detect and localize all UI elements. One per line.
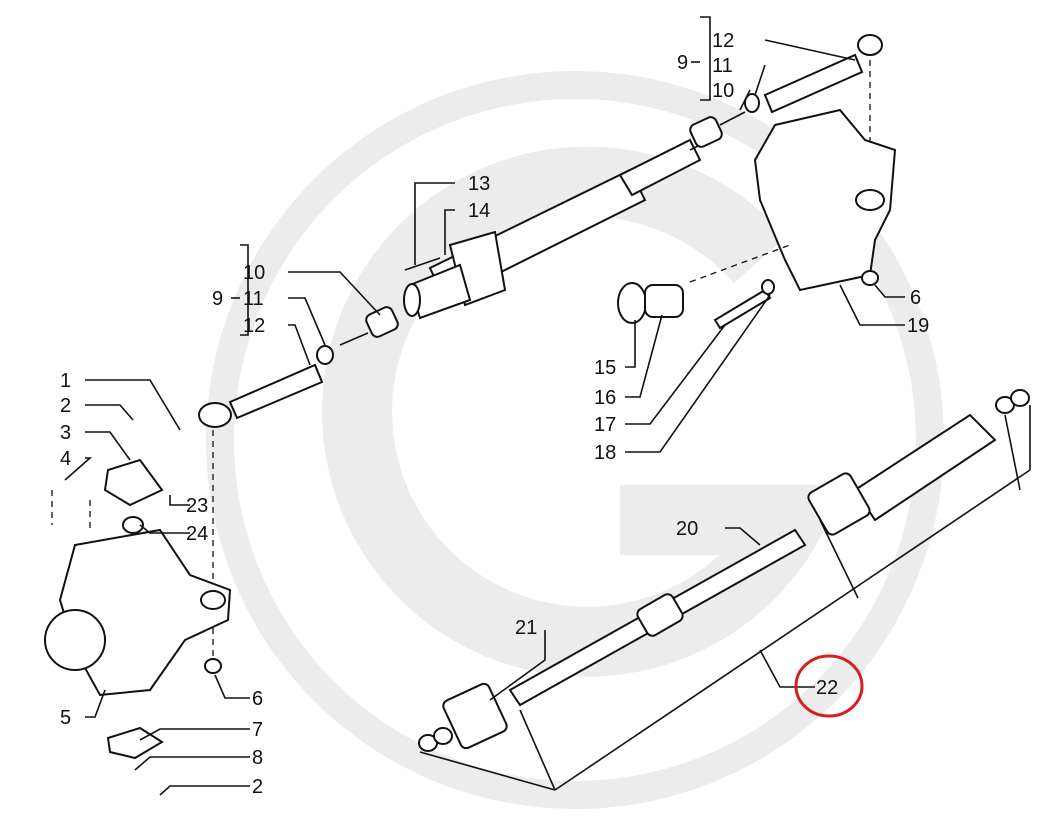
label-22[interactable]: 22: [816, 677, 838, 699]
label-3[interactable]: 3: [60, 422, 71, 444]
lower-cylinder: [418, 389, 1031, 791]
label-10[interactable]: 10: [243, 262, 265, 284]
label-5[interactable]: 5: [60, 707, 71, 729]
label-19[interactable]: 19: [907, 315, 929, 337]
label-17[interactable]: 17: [594, 414, 616, 436]
label-14[interactable]: 14: [468, 200, 490, 222]
leader-lines: [64, 16, 905, 796]
upper-cylinder: [403, 134, 721, 320]
label-2[interactable]: 2: [252, 776, 263, 798]
label-6[interactable]: 6: [252, 688, 263, 710]
tie-rod-left: [198, 306, 399, 660]
label-2[interactable]: 2: [60, 395, 71, 417]
label-18[interactable]: 18: [594, 442, 616, 464]
part-labels: 12 11 10 9 13 14 10 11 12 9 6 19 15 16 1…: [60, 30, 929, 798]
label-1[interactable]: 1: [60, 370, 71, 392]
label-4[interactable]: 4: [60, 448, 71, 470]
label-10[interactable]: 10: [712, 80, 734, 102]
label-9[interactable]: 9: [677, 52, 688, 74]
label-16[interactable]: 16: [594, 387, 616, 409]
knuckle-left: [44, 458, 232, 760]
label-13[interactable]: 13: [468, 173, 490, 195]
knuckle-right: [753, 108, 897, 292]
label-11[interactable]: 11: [712, 55, 733, 77]
label-12[interactable]: 12: [243, 315, 265, 337]
label-21[interactable]: 21: [515, 617, 537, 639]
label-20[interactable]: 20: [676, 518, 698, 540]
label-8[interactable]: 8: [252, 747, 263, 769]
label-12[interactable]: 12: [712, 30, 734, 52]
label-15[interactable]: 15: [594, 357, 616, 379]
label-11[interactable]: 11: [243, 288, 264, 310]
bushings: [617, 244, 791, 330]
label-7[interactable]: 7: [252, 719, 263, 741]
highlight-circle: [794, 654, 864, 718]
label-6[interactable]: 6: [910, 287, 921, 309]
label-9[interactable]: 9: [212, 288, 223, 310]
label-24[interactable]: 24: [186, 523, 208, 545]
label-23[interactable]: 23: [186, 495, 208, 517]
